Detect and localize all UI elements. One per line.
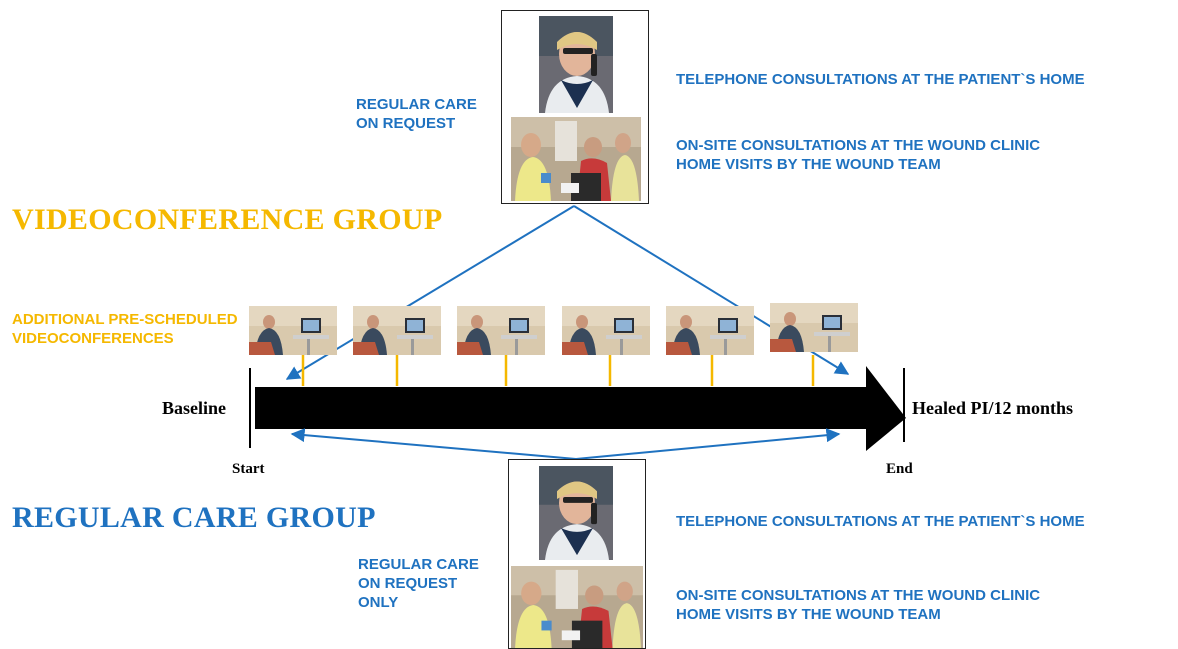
- top-regular-care-label: REGULAR CARE ON REQUEST: [356, 95, 477, 133]
- videoconference-photo: [249, 306, 337, 355]
- baseline-label: Baseline: [162, 398, 227, 418]
- top-homevisit-line: HOME VISITS BY THE WOUND TEAM: [676, 156, 941, 173]
- end-tick-label: End: [886, 461, 913, 477]
- timeline-arrow: [255, 366, 906, 451]
- bottom-photo-box: [508, 459, 646, 649]
- additional-videoconferences-label: ADDITIONAL PRE-SCHEDULED VIDEOCONFERENCE…: [12, 310, 238, 348]
- bottom-homevisit-line: HOME VISITS BY THE WOUND TEAM: [676, 606, 941, 623]
- bottom-telephone-consultation-photo: [539, 466, 613, 560]
- start-tick-label: Start: [232, 461, 265, 477]
- bottom-onsite-consultations: ON-SITE CONSULTATIONS AT THE WOUND CLINI…: [676, 586, 1040, 624]
- top-photo-box: [501, 10, 649, 204]
- healed-label: Healed PI/12 months: [912, 398, 1074, 418]
- bottom-regular-care-label: REGULAR CARE ON REQUEST ONLY: [358, 555, 479, 612]
- bottom-regular-care-line-3: ONLY: [358, 594, 399, 611]
- bottom-regular-care-line-1: REGULAR CARE: [358, 556, 479, 573]
- additional-line-1: ADDITIONAL PRE-SCHEDULED: [12, 311, 238, 328]
- videoconference-group-title: VIDEOCONFERENCE GROUP: [12, 203, 443, 236]
- bottom-connector-to-start: [290, 428, 577, 460]
- bottom-regular-care-line-2: ON REQUEST: [358, 575, 458, 592]
- top-regular-care-line-1: REGULAR CARE: [356, 96, 477, 113]
- bottom-telephone-consultations: TELEPHONE CONSULTATIONS AT THE PATIENT`S…: [676, 513, 1085, 530]
- videoconference-photo: [666, 306, 754, 355]
- top-telephone-consultations: TELEPHONE CONSULTATIONS AT THE PATIENT`S…: [676, 71, 1085, 88]
- videoconference-photo: [770, 303, 858, 352]
- top-onsite-consultations: ON-SITE CONSULTATIONS AT THE WOUND CLINI…: [676, 136, 1040, 174]
- telephone-consultation-photo: [539, 16, 613, 113]
- top-onsite-line: ON-SITE CONSULTATIONS AT THE WOUND CLINI…: [676, 137, 1041, 154]
- videoconference-photo: [457, 306, 545, 355]
- bottom-onsite-consultation-photo: [511, 566, 643, 648]
- regular-care-group-title: REGULAR CARE GROUP: [12, 501, 376, 534]
- additional-line-2: VIDEOCONFERENCES: [12, 330, 174, 347]
- videoconference-photo: [562, 306, 650, 355]
- onsite-consultation-photo: [511, 117, 641, 201]
- bottom-onsite-line: ON-SITE CONSULTATIONS AT THE WOUND CLINI…: [676, 587, 1041, 604]
- videoconference-ticks: [301, 355, 815, 386]
- top-regular-care-line-2: ON REQUEST: [356, 115, 456, 132]
- bottom-connector-to-end: [575, 428, 841, 460]
- videoconference-photo: [353, 306, 441, 355]
